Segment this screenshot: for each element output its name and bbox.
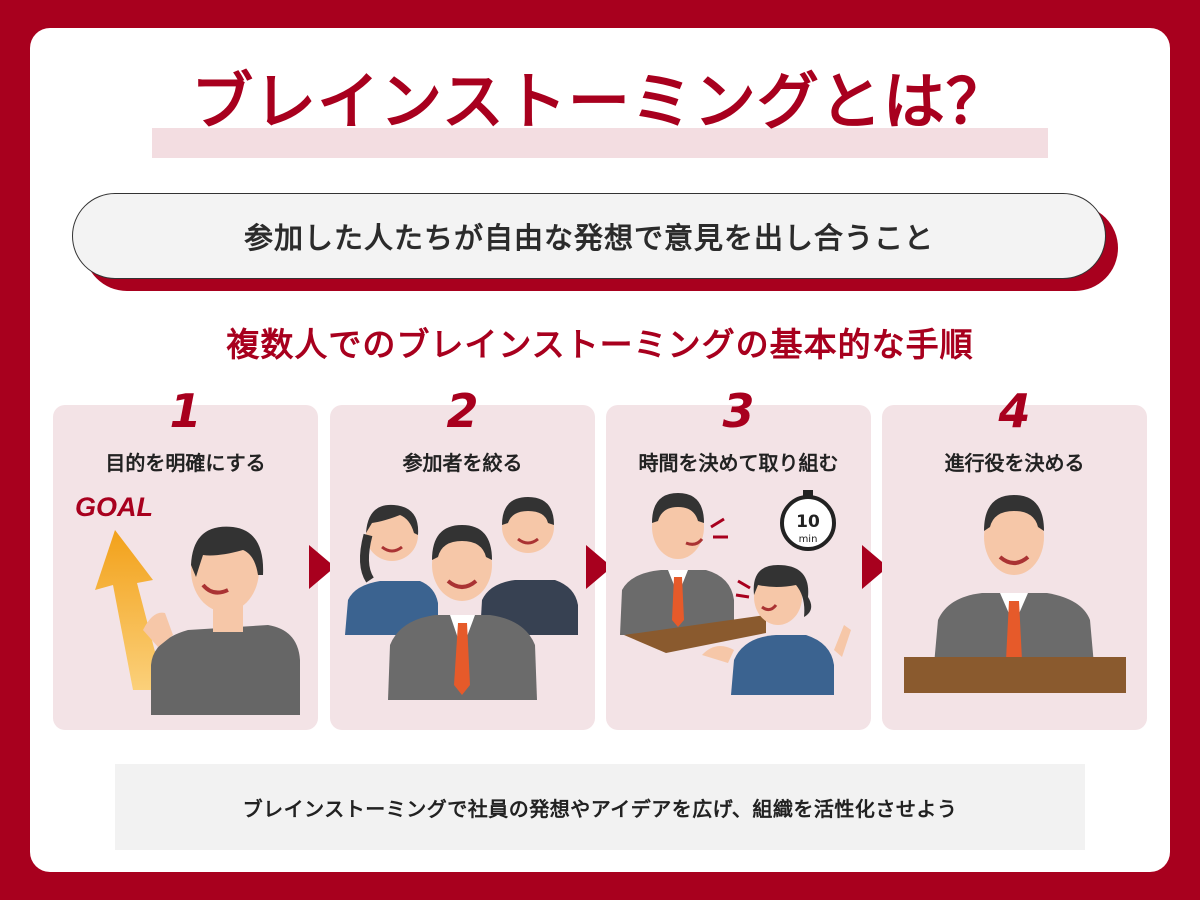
goal-arrow bbox=[95, 530, 165, 690]
step-card-1: 目的を明確にする GOAL bbox=[53, 405, 318, 730]
step-card-2: 参加者を絞る bbox=[330, 405, 595, 730]
participants-illustration bbox=[345, 497, 578, 700]
step-number-2: 2 bbox=[446, 384, 479, 438]
timer-value: 10 bbox=[796, 512, 820, 532]
goal-badge: GOAL bbox=[75, 492, 153, 522]
podium-desk bbox=[904, 657, 1126, 693]
timer-unit: min bbox=[799, 534, 818, 545]
footer-text: ブレインストーミングで社員の発想やアイデアを広げ、組織を活性化させよう bbox=[242, 796, 958, 821]
definition-text: 参加した人たちが自由な発想で意見を出し合うこと bbox=[243, 221, 934, 255]
step-card-4: 進行役を決める bbox=[882, 405, 1147, 730]
step-number-3: 3 bbox=[722, 384, 755, 438]
facilitator-illustration bbox=[904, 495, 1126, 693]
title-highlight-band bbox=[152, 128, 1048, 158]
footer-banner: ブレインストーミングで社員の発想やアイデアを広げ、組織を活性化させよう bbox=[115, 764, 1085, 850]
step-label-4: 進行役を決める bbox=[944, 451, 1085, 475]
step-number-1: 1 bbox=[169, 384, 202, 438]
step-label-3: 時間を決めて取り組む bbox=[638, 451, 839, 475]
stopwatch-icon: 10 min bbox=[780, 490, 836, 551]
person-hair bbox=[191, 526, 264, 577]
person-body bbox=[151, 625, 300, 715]
step-label-1: 目的を明確にする bbox=[105, 451, 266, 475]
goal-person-illustration: GOAL bbox=[75, 492, 300, 715]
step-number-4: 4 bbox=[998, 384, 1031, 438]
timed-discussion-illustration: 10 min bbox=[620, 490, 851, 695]
step-label-2: 参加者を絞る bbox=[402, 451, 523, 475]
definition-pill: 参加した人たちが自由な発想で意見を出し合うこと bbox=[72, 193, 1106, 279]
step-card-3: 時間を決めて取り組む 10 min bbox=[606, 405, 871, 730]
page-title: ブレインストーミングとは？ bbox=[191, 65, 1009, 138]
pointing-hand bbox=[143, 612, 173, 647]
steps-subtitle: 複数人でのブレインストーミングの基本的な手順 bbox=[226, 325, 974, 364]
